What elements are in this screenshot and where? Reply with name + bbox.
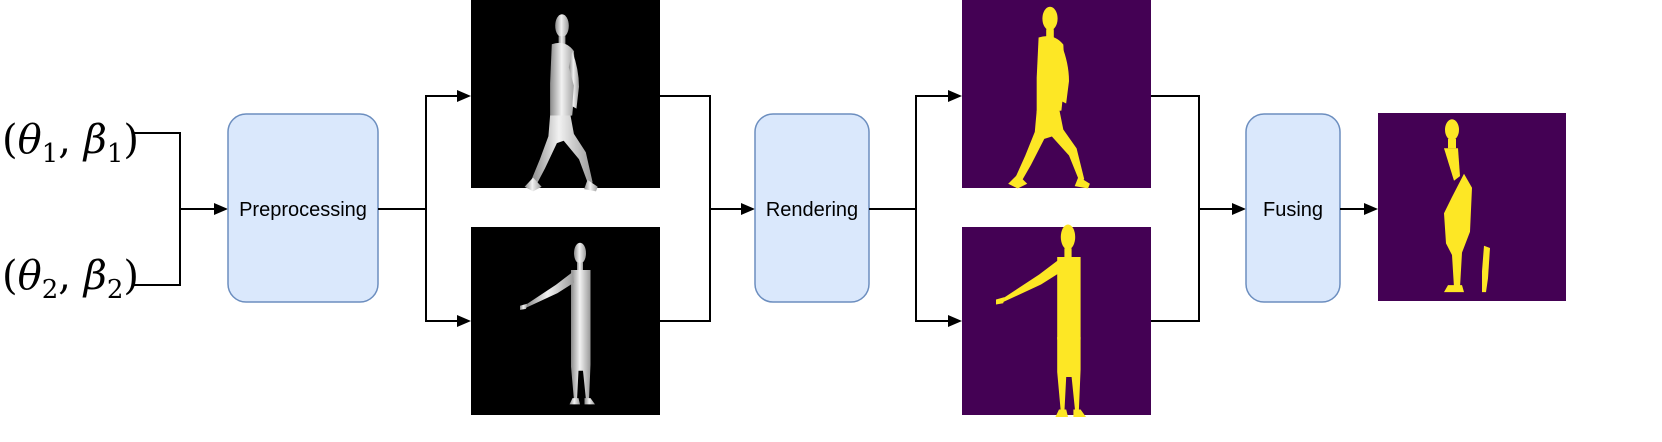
- connector-mask-merge: [1151, 95, 1200, 322]
- arrow-head: [1232, 203, 1246, 215]
- connector-rendering-split: [869, 95, 950, 210]
- arrow-head: [457, 315, 471, 327]
- arrow-head: [1364, 203, 1378, 215]
- connector-rendering-split-lower: [915, 209, 950, 322]
- arrow-head: [948, 315, 962, 327]
- arrow-head: [741, 203, 755, 215]
- fusing-label: Fusing: [1263, 199, 1323, 221]
- fused-mask-image: [1378, 113, 1566, 301]
- arrow-head: [457, 90, 471, 102]
- rendering-label: Rendering: [766, 199, 858, 221]
- mask-image-1: [962, 0, 1151, 189]
- connector-preprocessing-split: [378, 95, 459, 210]
- arrow-head: [214, 203, 228, 215]
- mesh-image-1: [471, 0, 660, 192]
- preprocessing-label: Preprocessing: [239, 199, 367, 221]
- connector-input-merge: [133, 132, 181, 286]
- arrow-head: [948, 90, 962, 102]
- mask-image-2: [962, 224, 1151, 417]
- connector-preprocessing-split-lower: [425, 209, 459, 322]
- connector-mesh-merge: [660, 95, 711, 322]
- input-params-2: (θ2, β2): [2, 253, 139, 305]
- input-params-1: (θ1, β1): [2, 117, 139, 169]
- mesh-image-2: [471, 227, 660, 415]
